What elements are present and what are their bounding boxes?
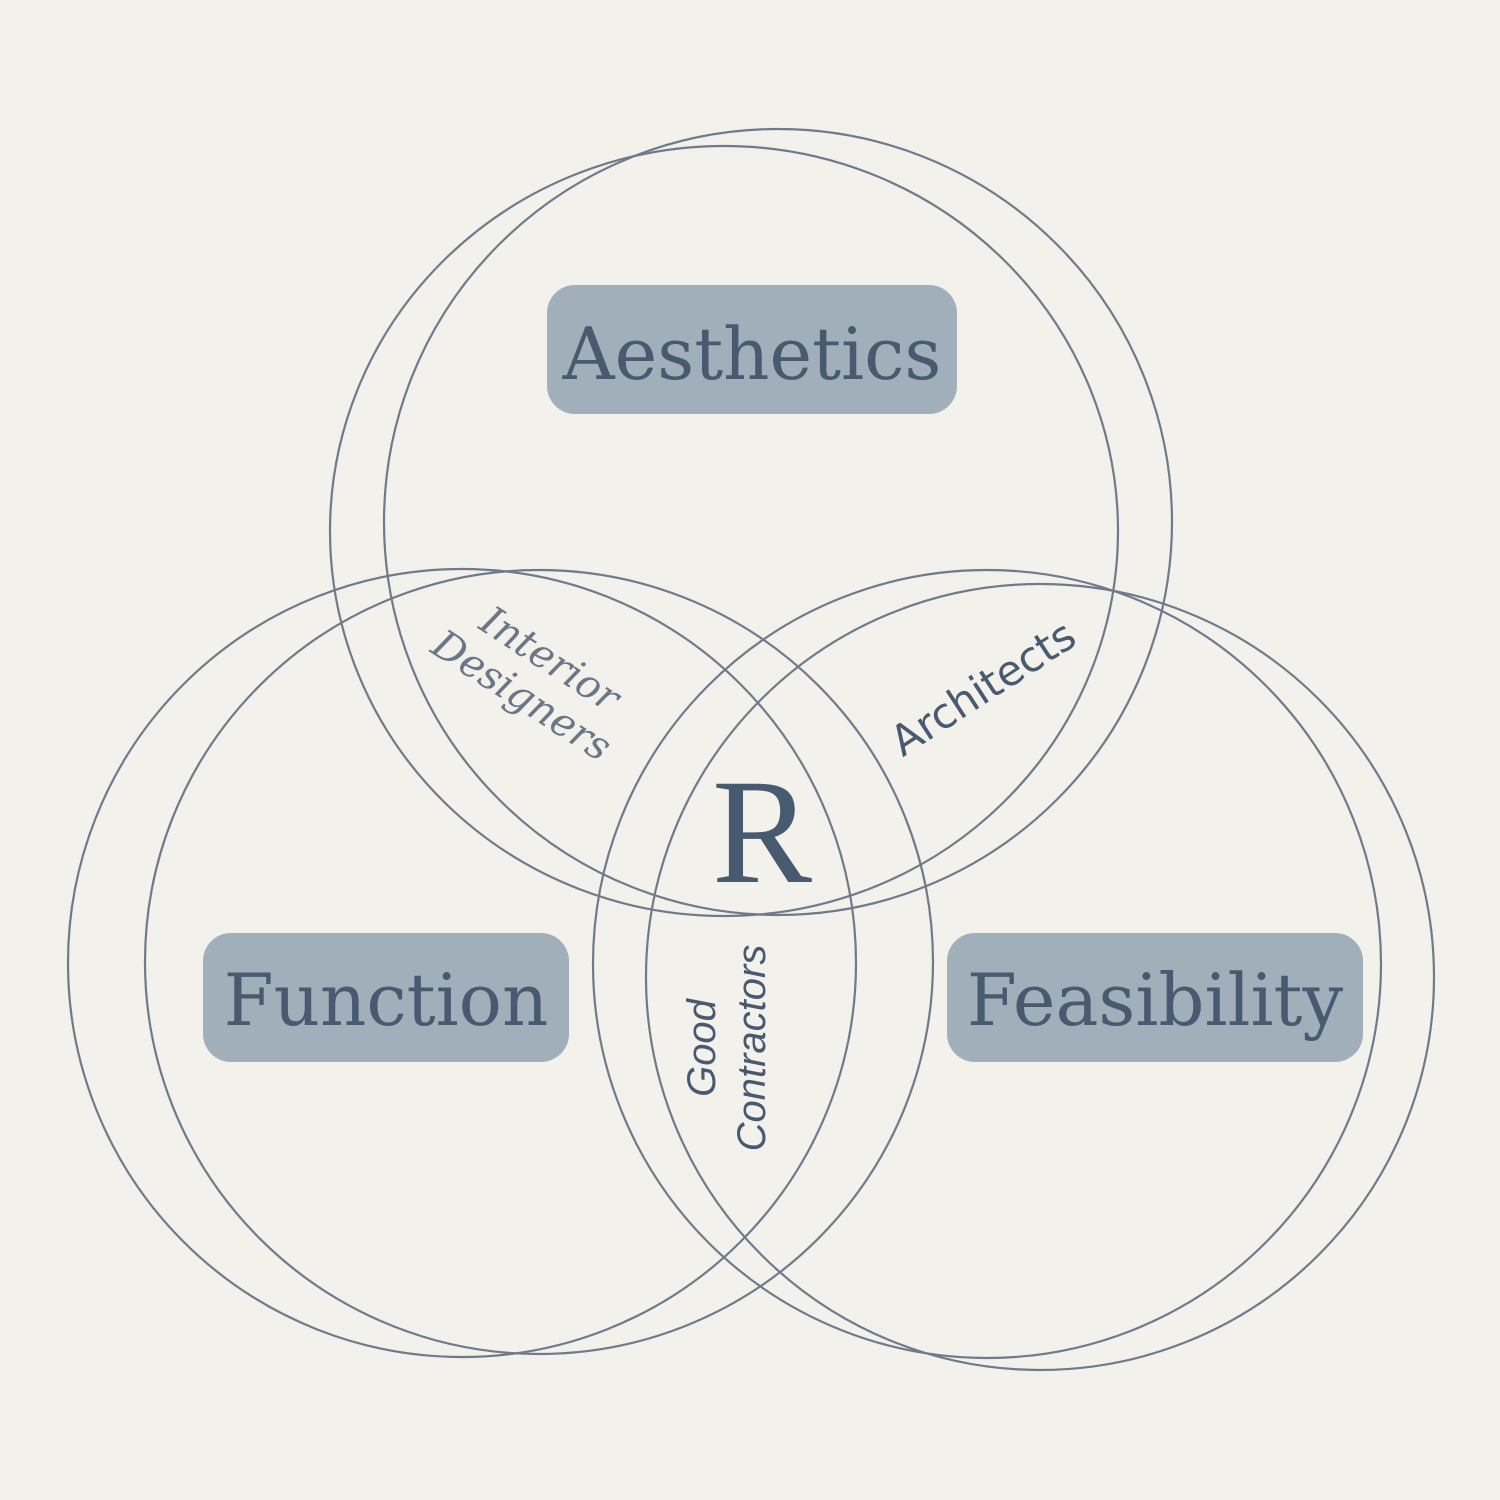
function-ring-outer	[66, 567, 858, 1359]
aesthetics-pill	[547, 285, 957, 414]
feasibility-label-group: Feasibility	[947, 933, 1363, 1062]
feasibility-pill	[947, 933, 1363, 1062]
function-label: Function	[224, 958, 549, 1042]
function-label-group: Function	[203, 933, 569, 1062]
feasibility-ring-inner	[644, 582, 1436, 1372]
feasibility-ring-outer	[591, 568, 1383, 1360]
aesthetics-label-group: Aesthetics	[547, 285, 957, 414]
good-contractors-label: Good Contractors	[680, 945, 774, 1152]
aesthetics-ring-outer	[328, 144, 1120, 918]
interior-designers-label: Interior Designers	[423, 597, 631, 771]
function-ring-inner	[143, 568, 935, 1356]
feasibility-label: Feasibility	[967, 958, 1344, 1042]
aesthetics-label: Aesthetics	[562, 312, 942, 396]
good-contractors-line-1: Good	[680, 997, 724, 1097]
good-contractors-line-2: Contractors	[730, 945, 774, 1152]
function-pill	[203, 933, 569, 1062]
aesthetics-ring-inner	[382, 127, 1174, 917]
center-logo-r: R	[712, 749, 812, 915]
